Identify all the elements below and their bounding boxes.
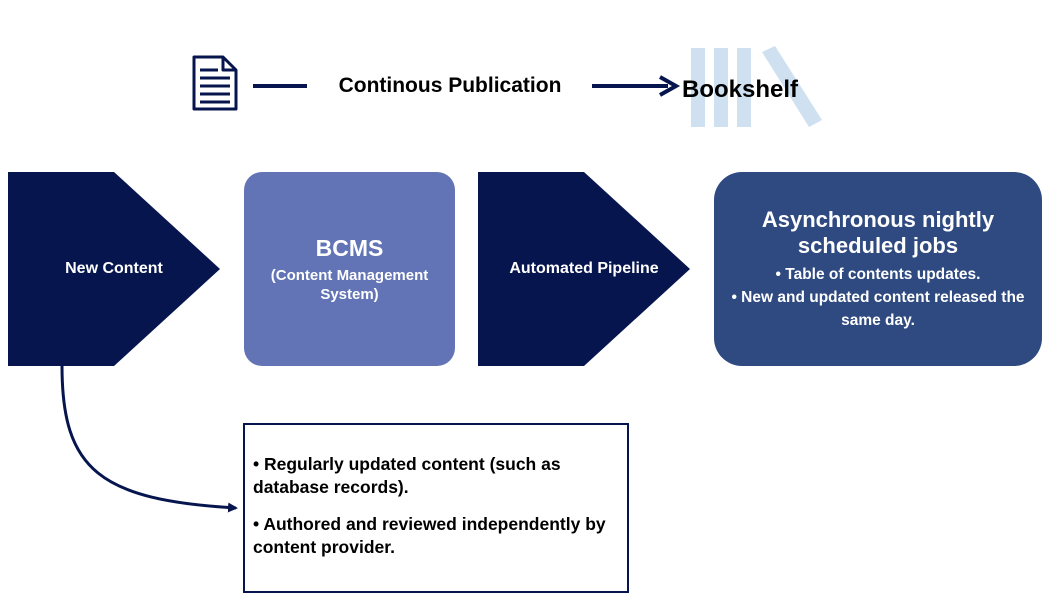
pipeline-shape xyxy=(478,172,690,366)
async-jobs-stage: Asynchronous nightly scheduled jobs • Ta… xyxy=(714,172,1042,366)
new-content-stage: New Content xyxy=(8,172,220,366)
flow-arrow-head xyxy=(659,75,681,97)
async-jobs-bullet: • New and updated content released the s… xyxy=(731,288,1025,329)
note-item: • Authored and reviewed independently by… xyxy=(253,514,606,557)
new-content-shape xyxy=(8,172,220,366)
pipeline-label: Automated Pipeline xyxy=(509,260,659,277)
pipeline-stage: Automated Pipeline xyxy=(478,172,690,366)
async-jobs-title: Asynchronous nightly scheduled jobs xyxy=(761,206,995,258)
async-jobs-bullet: • Table of contents updates. xyxy=(775,265,981,283)
document-icon xyxy=(192,55,238,111)
bookshelf-logo-icon xyxy=(691,46,822,127)
note-connector-curve xyxy=(60,365,238,513)
bcms-title: BCMS xyxy=(315,234,384,261)
bcms-subtitle: (Content Management System) xyxy=(270,266,429,303)
bookshelf-label: Bookshelf xyxy=(682,76,799,103)
new-content-label: New Content xyxy=(65,260,163,277)
bcms-stage: BCMS (Content Management System) xyxy=(244,172,455,366)
content-notes-box: • Regularly updated content (such as dat… xyxy=(243,423,629,593)
flow-label: Continous Publication xyxy=(338,74,562,97)
note-item: • Regularly updated content (such as dat… xyxy=(253,454,561,497)
